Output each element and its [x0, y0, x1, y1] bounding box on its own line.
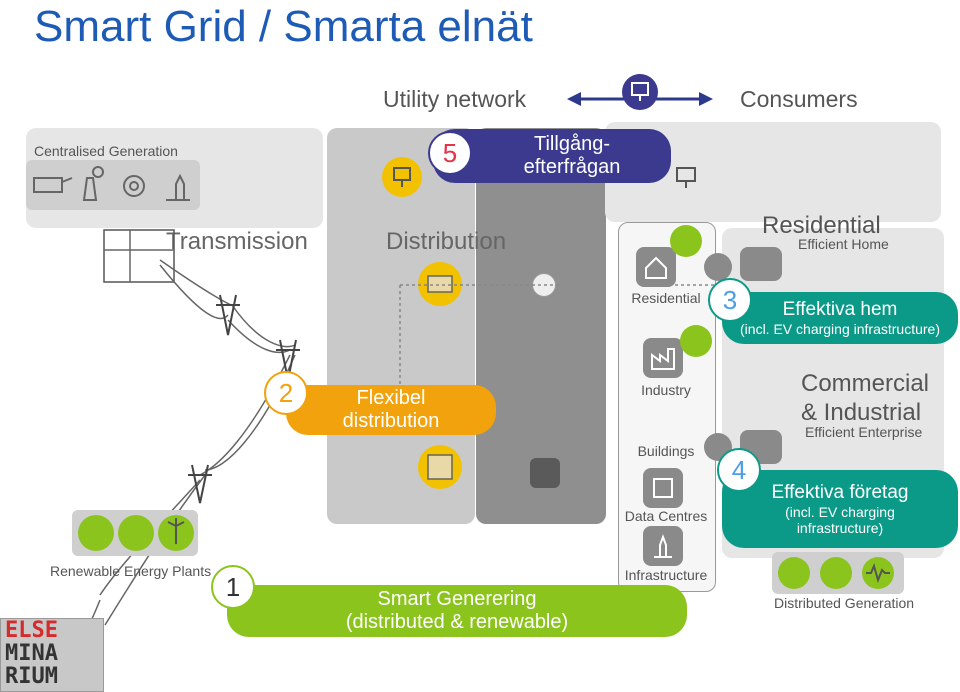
callout-smart-generation: Smart Generering (distributed & renewabl…: [227, 585, 687, 637]
distributed-generation-icons: [772, 552, 904, 594]
centralised-generation-label: Centralised Generation: [34, 143, 178, 159]
callout-supply-demand: Tillgång- efterfrågan: [433, 129, 671, 183]
callout-5-number: 5: [428, 131, 472, 175]
callout-1-line1: Smart Generering: [377, 588, 537, 610]
centralised-icons: [26, 160, 200, 210]
residential-title: Residential: [762, 212, 881, 239]
consumer-infrastructure-label: Infrastructure: [624, 567, 708, 583]
home-meter-icon: [704, 253, 732, 281]
callout-2-line2: distribution: [342, 410, 440, 432]
transmission-label: Transmission: [166, 228, 308, 255]
callout-5-line2: efterfrågan: [523, 156, 621, 178]
callout-3-number: 3: [708, 278, 752, 322]
infrastructure-icon: [643, 526, 683, 566]
callout-1-number: 1: [211, 565, 255, 609]
callout-efficient-enterprises: Effektiva företag (incl. EV charging inf…: [722, 470, 958, 548]
transmission-lines: [60, 229, 300, 676]
callout-4-line1: Effektiva företag: [771, 482, 909, 503]
logo-line3: RIUM: [5, 664, 58, 689]
consumer-comm-icon: [668, 160, 704, 196]
utility-network-label: Utility network: [383, 86, 527, 112]
distribution-label: Distribution: [386, 228, 507, 255]
factory-icon: [643, 338, 683, 378]
logo-line1: ELSE: [5, 618, 58, 643]
residential-solar-icon: [670, 225, 702, 257]
renewable-label: Renewable Energy Plants: [50, 563, 212, 579]
callout-2-line1: Flexibel: [356, 387, 426, 409]
callout-1-line2: (distributed & renewable): [345, 611, 569, 633]
controller-icon: [530, 458, 560, 488]
callout-5-line1: Tillgång-: [534, 133, 610, 155]
page-title: Smart Grid / Smarta elnät: [34, 2, 533, 51]
callout-3-line2: (incl. EV charging infrastructure): [740, 321, 940, 337]
consumer-residential-label: Residential: [631, 290, 701, 306]
callout-4-number: 4: [717, 448, 761, 492]
distributed-generation-label: Distributed Generation: [774, 595, 915, 611]
distribution-comm-icon: [382, 157, 422, 197]
callout-2-number: 2: [264, 371, 308, 415]
renewable-icons: [72, 510, 198, 556]
consumer-buildings-label: Buildings: [637, 443, 695, 459]
house-icon: [636, 247, 676, 287]
callout-flexible-distribution: Flexibel distribution: [286, 385, 496, 435]
ci-title-line1: Commercial: [801, 370, 930, 397]
server-icon: [643, 468, 683, 508]
consumers-label: Consumers: [740, 86, 858, 112]
transformer-icon: [418, 262, 462, 306]
storage-icon: [418, 445, 462, 489]
logo-line2: MINA: [5, 641, 58, 666]
industry-solar-icon: [680, 325, 712, 357]
callout-4-line3: infrastructure): [796, 520, 884, 536]
elseminarium-logo: ELSE MINA RIUM: [0, 618, 104, 692]
comms-hub-icon: [622, 74, 658, 110]
residential-subtitle: Efficient Home: [798, 236, 889, 252]
ev-charging-icon-home: [740, 247, 782, 281]
consumer-datacentres-label: Data Centres: [624, 508, 708, 524]
callout-efficient-homes: Effektiva hem (incl. EV charging infrast…: [722, 292, 958, 344]
callout-3-line1: Effektiva hem: [782, 299, 898, 320]
ci-title-line2: & Industrial: [801, 399, 922, 426]
callout-4-line2: (incl. EV charging: [785, 504, 895, 520]
consumer-industry-label: Industry: [641, 382, 691, 398]
ci-subtitle: Efficient Enterprise: [805, 424, 923, 440]
